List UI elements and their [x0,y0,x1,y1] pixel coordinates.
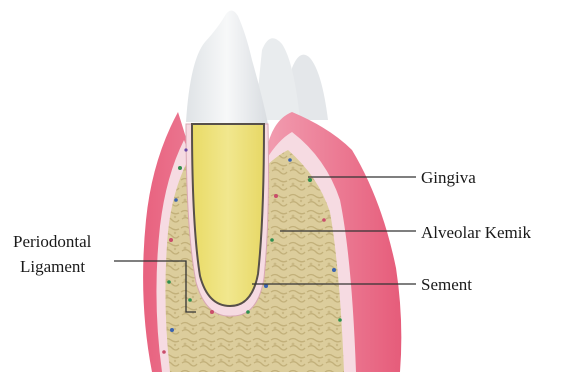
tooth-root [192,124,264,306]
gingiva-label: Gingiva [421,168,476,188]
periodontal-ligament-label-line1: Periodontal [13,232,91,252]
periodontal-ligament-label-line2: Ligament [20,257,85,277]
cementum-label: Sement [421,275,472,295]
enamel-crown [186,10,268,124]
alveolar-bone-label: Alveolar Kemik [421,223,531,243]
